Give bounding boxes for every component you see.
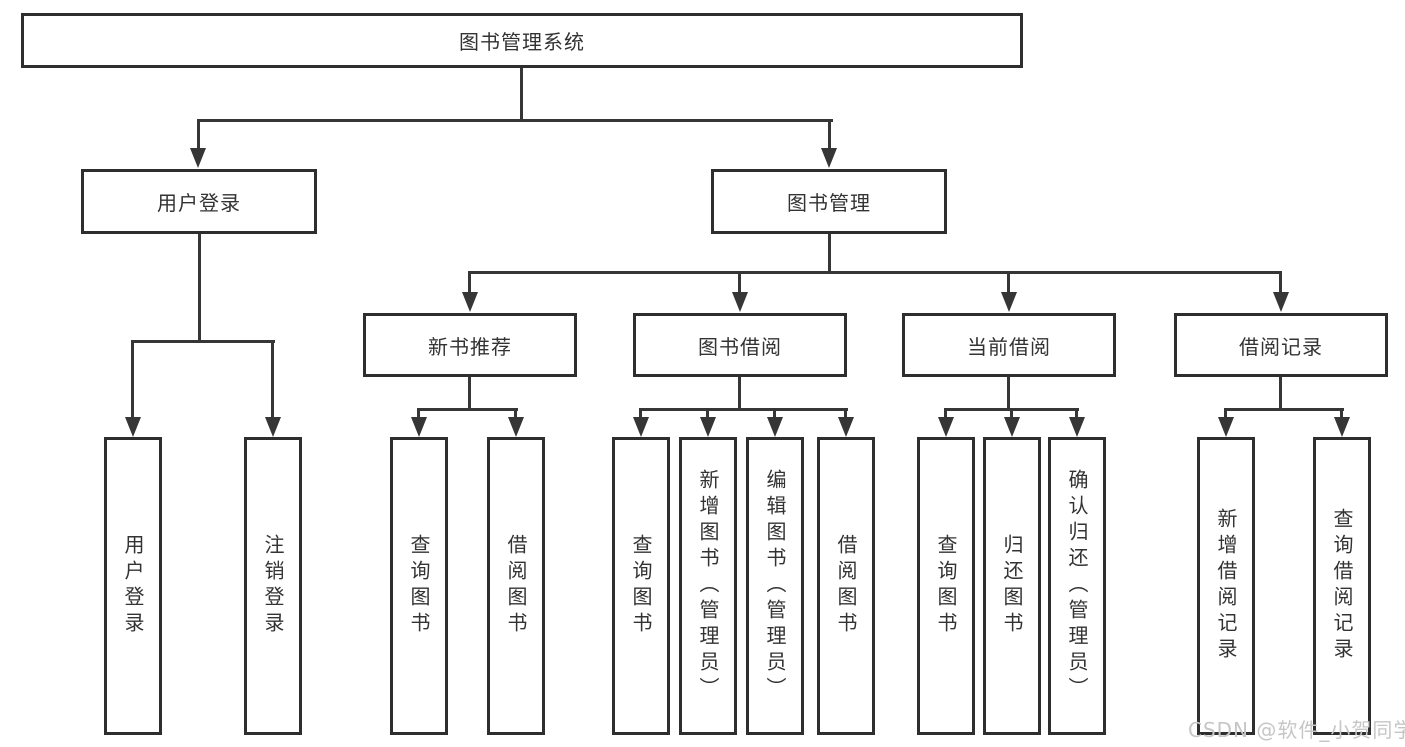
arrowhead-icon xyxy=(1218,417,1234,437)
node-label: 图书管理系统 xyxy=(459,30,585,54)
arrowhead-icon xyxy=(1001,292,1017,312)
connector-line xyxy=(738,271,741,295)
node-label: 借阅记录 xyxy=(1239,334,1323,359)
arrowhead-icon xyxy=(265,417,281,437)
arrowhead-icon xyxy=(125,417,141,437)
connector-line xyxy=(639,408,848,411)
connector-line xyxy=(271,340,274,418)
node-book-management: 图书管理 xyxy=(711,169,947,234)
arrowhead-icon xyxy=(411,417,427,437)
connector-line xyxy=(1007,271,1010,295)
connector-line xyxy=(417,408,420,420)
connector-line xyxy=(773,408,776,420)
leaf-add-borrow-record: 新增借阅记录 xyxy=(1197,437,1255,735)
node-current-borrow: 当前借阅 xyxy=(902,313,1116,377)
connector-line xyxy=(1075,408,1078,420)
connector-line xyxy=(514,408,517,420)
arrowhead-icon xyxy=(508,417,524,437)
connector-line xyxy=(468,271,1282,274)
connector-line xyxy=(131,340,275,343)
node-label: 当前借阅 xyxy=(967,334,1051,359)
leaf-query-books-2: 查询图书 xyxy=(612,437,670,735)
arrowhead-icon xyxy=(821,148,837,168)
node-label: 确认归还（管理员） xyxy=(1065,469,1089,703)
leaf-return-books: 归还图书 xyxy=(983,437,1041,735)
connector-line xyxy=(1340,408,1343,420)
node-user-login: 用户登录 xyxy=(81,169,317,234)
node-label: 用户登录 xyxy=(121,534,145,638)
arrowhead-icon xyxy=(938,417,954,437)
node-book-borrow: 图书借阅 xyxy=(633,313,847,377)
node-label: 注销登录 xyxy=(261,534,285,638)
connector-line xyxy=(1224,408,1344,411)
node-label: 用户登录 xyxy=(157,191,241,215)
node-label: 新书推荐 xyxy=(428,334,512,359)
leaf-borrow-books-1: 借阅图书 xyxy=(487,437,545,735)
node-borrow-records: 借阅记录 xyxy=(1174,313,1388,377)
connector-line xyxy=(198,234,201,341)
connector-line xyxy=(417,408,518,411)
leaf-borrow-books-2: 借阅图书 xyxy=(817,437,875,735)
arrowhead-icon xyxy=(462,292,478,312)
arrowhead-icon xyxy=(1004,417,1020,437)
node-label: 查询图书 xyxy=(934,534,958,638)
node-label: 借阅图书 xyxy=(834,534,858,638)
leaf-user-login: 用户登录 xyxy=(104,437,162,735)
connector-line xyxy=(197,119,833,122)
node-label: 新增图书（管理员） xyxy=(696,469,720,703)
connector-line xyxy=(828,234,831,274)
leaf-add-books-admin: 新增图书（管理员） xyxy=(679,437,737,735)
connector-line xyxy=(706,408,709,420)
arrowhead-icon xyxy=(1334,417,1350,437)
arrowhead-icon xyxy=(1069,417,1085,437)
connector-line xyxy=(639,408,642,420)
connector-line xyxy=(1010,408,1013,420)
connector-line xyxy=(1224,408,1227,420)
node-root-system: 图书管理系统 xyxy=(21,13,1023,68)
arrowhead-icon xyxy=(838,417,854,437)
arrowhead-icon xyxy=(190,148,206,168)
arrowhead-icon xyxy=(767,417,783,437)
leaf-logout: 注销登录 xyxy=(244,437,302,735)
leaf-query-books-3: 查询图书 xyxy=(917,437,975,735)
connector-line xyxy=(468,271,471,295)
leaf-edit-books-admin: 编辑图书（管理员） xyxy=(746,437,804,735)
connector-line xyxy=(520,68,523,120)
connector-line xyxy=(844,408,847,420)
arrowhead-icon xyxy=(700,417,716,437)
node-label: 查询借阅记录 xyxy=(1330,508,1354,664)
arrowhead-icon xyxy=(633,417,649,437)
node-label: 借阅图书 xyxy=(504,534,528,638)
node-label: 编辑图书（管理员） xyxy=(763,469,787,703)
arrowhead-icon xyxy=(1273,292,1289,312)
connector-line xyxy=(738,377,741,409)
connector-line xyxy=(1279,271,1282,295)
node-new-book-recommend: 新书推荐 xyxy=(363,313,577,377)
node-label: 归还图书 xyxy=(1000,534,1024,638)
node-label: 新增借阅记录 xyxy=(1214,508,1238,664)
connector-line xyxy=(828,119,831,151)
connector-line xyxy=(944,408,947,420)
node-label: 查询图书 xyxy=(407,534,431,638)
connector-line xyxy=(131,340,134,418)
connector-line xyxy=(468,377,471,409)
node-label: 图书借阅 xyxy=(698,334,782,359)
watermark-text: CSDN @软件_小贺同学 xyxy=(1188,718,1405,742)
connector-line xyxy=(1279,377,1282,409)
node-label: 图书管理 xyxy=(787,191,871,215)
node-label: 查询图书 xyxy=(629,534,653,638)
leaf-query-books-1: 查询图书 xyxy=(390,437,448,735)
connector-line xyxy=(1007,377,1010,409)
connector-line xyxy=(197,119,200,151)
leaf-query-borrow-record: 查询借阅记录 xyxy=(1313,437,1371,735)
arrowhead-icon xyxy=(732,292,748,312)
leaf-confirm-return-admin: 确认归还（管理员） xyxy=(1048,437,1106,735)
